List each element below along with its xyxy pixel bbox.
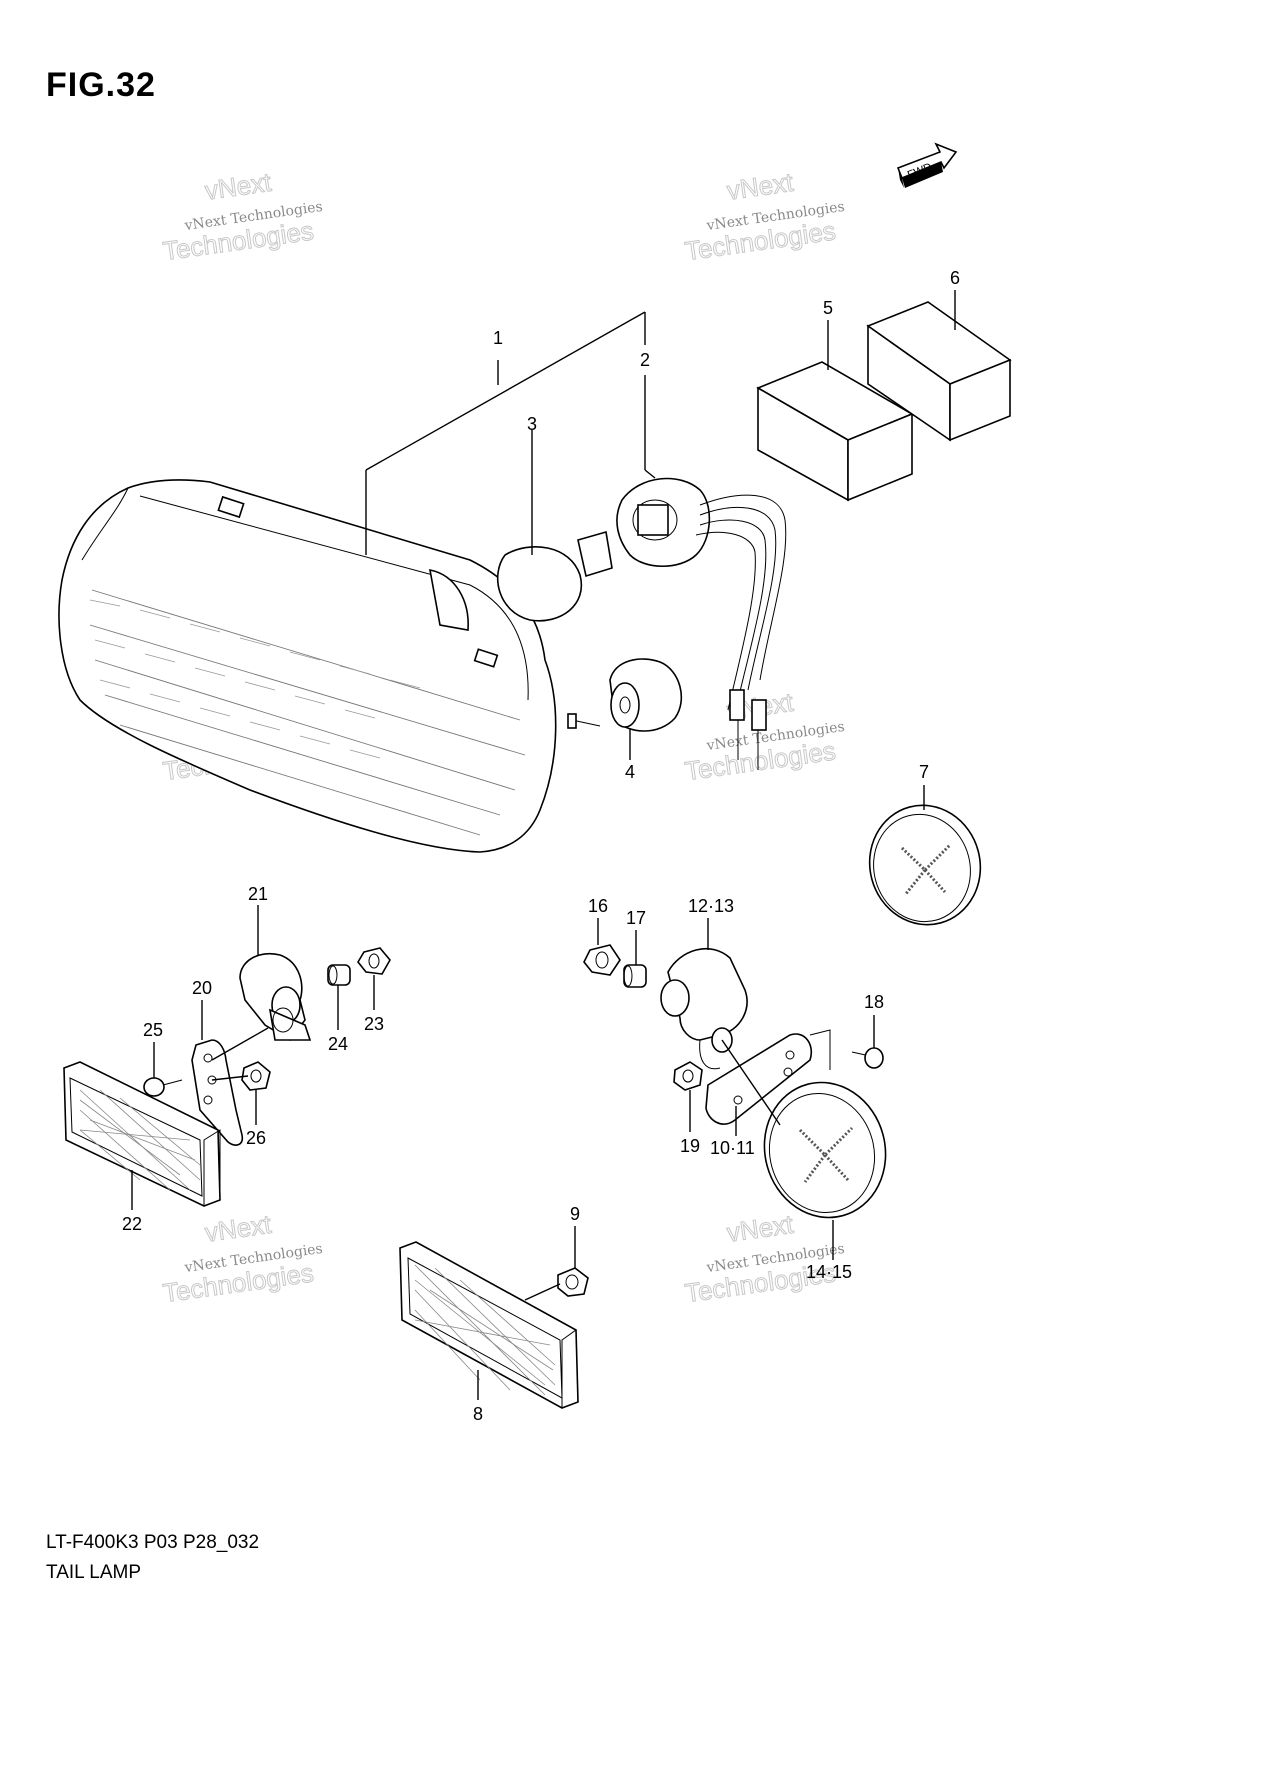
callout-20: 20 [192, 978, 212, 998]
callout-9: 9 [570, 1204, 580, 1224]
reflector-round-part-7 [868, 804, 982, 926]
reflector-round-part-14-15 [763, 1081, 887, 1219]
tail-lamp-housing [58, 479, 601, 853]
callout-17: 17 [626, 908, 646, 928]
model-code: LT-F400K3 P03 P28_032 [46, 1532, 260, 1553]
watermark-group-top-right: vNext vNext Technologies Technologies [683, 166, 846, 266]
nut-part-23 [357, 947, 391, 975]
plate-part-20 [191, 1039, 244, 1146]
callout-12-13: 12·13 [688, 896, 734, 916]
callout-14-15: 14·15 [806, 1262, 852, 1282]
watermark-group-mid-right: vNext vNext Technologies Technologies [683, 686, 846, 786]
nut-part-26 [241, 1061, 271, 1091]
callout-4: 4 [625, 762, 635, 782]
callout-25: 25 [143, 1020, 163, 1040]
callout-5: 5 [823, 298, 833, 318]
collar-part-17 [623, 964, 647, 988]
leader-lines [131, 290, 956, 1400]
callout-24: 24 [328, 1034, 348, 1054]
bulb-part-3 [496, 530, 613, 622]
screw-part-18 [851, 1047, 884, 1069]
nut-part-19 [673, 1061, 703, 1091]
watermark-line1: vNext [725, 167, 796, 206]
grommet-part-4 [609, 658, 683, 732]
figure-caption: TAIL LAMP [46, 1562, 142, 1583]
bracket-part-12-13 [660, 948, 748, 1070]
callout-1: 1 [493, 328, 503, 348]
figure-title: FIG.32 [46, 66, 156, 104]
callout-3: 3 [527, 414, 537, 434]
plate-part-10-11 [705, 1029, 831, 1125]
callout-7: 7 [919, 762, 929, 782]
callout-23: 23 [364, 1014, 384, 1034]
callout-6: 6 [950, 268, 960, 288]
callout-labels: 1 2 3 4 5 6 7 8 9 10·11 12·13 14·15 16 1… [122, 268, 960, 1424]
collar-part-24 [327, 964, 351, 986]
reflector-rect-part-8 [399, 1241, 579, 1409]
callout-21: 21 [248, 884, 268, 904]
pad-part-5 [756, 361, 914, 502]
callout-19: 19 [680, 1136, 700, 1156]
callout-16: 16 [588, 896, 608, 916]
callout-2: 2 [640, 350, 650, 370]
callout-18: 18 [864, 992, 884, 1012]
callout-22: 22 [122, 1214, 142, 1234]
watermark-line1: vNext [203, 167, 274, 206]
nut-part-9 [557, 1267, 589, 1297]
bracket-part-21 [239, 953, 312, 1042]
bulb-socket-harness [616, 477, 787, 770]
pad-part-6 [866, 301, 1012, 442]
callout-10-11: 10·11 [710, 1138, 755, 1158]
watermark-group-bottom-left: vNext vNext Technologies Technologies [161, 1208, 324, 1308]
callout-8: 8 [473, 1404, 483, 1424]
watermark-group-top-left: vNext vNext Technologies Technologies [161, 166, 324, 266]
reflector-rect-part-22 [63, 1061, 221, 1207]
callout-26: 26 [246, 1128, 266, 1148]
watermark-line1: vNext [203, 1209, 274, 1248]
watermark-line1: vNext [725, 1209, 796, 1248]
nut-part-16 [583, 944, 621, 976]
fwd-arrow-icon: FWD [896, 142, 958, 188]
screw-part-25 [143, 1077, 183, 1097]
